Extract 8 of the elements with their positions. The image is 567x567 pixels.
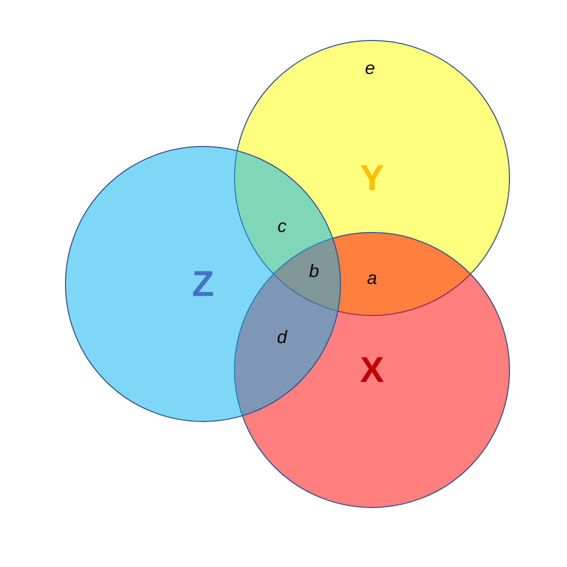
- set-label: Z: [192, 266, 214, 302]
- region-label: a: [367, 269, 377, 287]
- region-label: e: [365, 59, 375, 77]
- set-label: X: [360, 352, 384, 388]
- region-label: c: [278, 217, 286, 235]
- set-label: Y: [360, 160, 384, 196]
- region-label: b: [309, 262, 319, 280]
- region-label: d: [277, 328, 287, 346]
